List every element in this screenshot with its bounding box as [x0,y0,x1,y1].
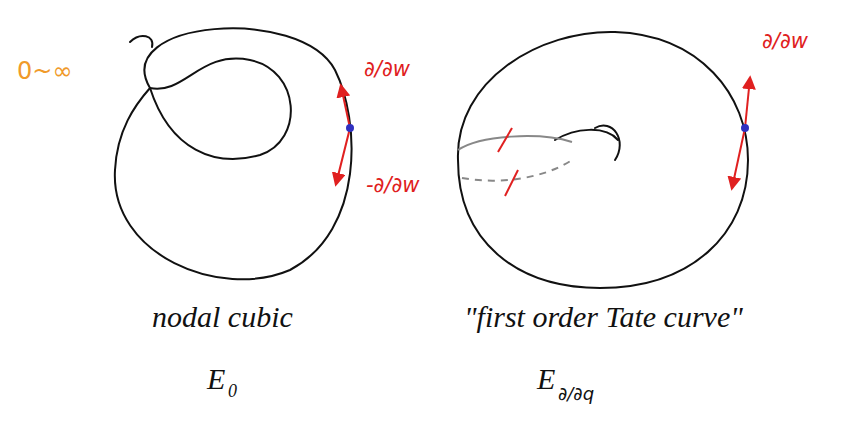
torus-hole-hook [595,126,620,160]
curve-subscript: 0 [226,382,239,402]
curve-subscript: ∂/∂q [556,384,596,404]
nodal-cubic-curl [130,36,152,47]
nodal-cubic-outer [115,28,352,279]
vector-label: ∂/∂w [362,58,412,81]
curve-caption: nodal cubic [150,300,295,333]
vector-label: -∂/∂w [364,174,422,197]
vector-arrow [336,128,350,184]
base-point [346,124,354,132]
identification-note: 0~∞ [15,58,74,84]
vector-arrow [732,128,745,188]
vector-label: ∂/∂w [760,30,810,53]
curve-caption: "first order Tate curve" [462,300,745,333]
vector-arrow [745,78,750,128]
base-point [741,124,749,132]
meridian-front [458,136,572,150]
cut-mark [498,128,512,152]
vector-arrow [341,86,350,128]
curve-symbol: E [205,362,227,395]
curve-symbol: E [535,362,557,395]
nodal-cubic-inner [150,59,291,159]
cut-mark [505,170,518,196]
torus-hole [555,130,618,140]
torus-outline [458,32,748,288]
